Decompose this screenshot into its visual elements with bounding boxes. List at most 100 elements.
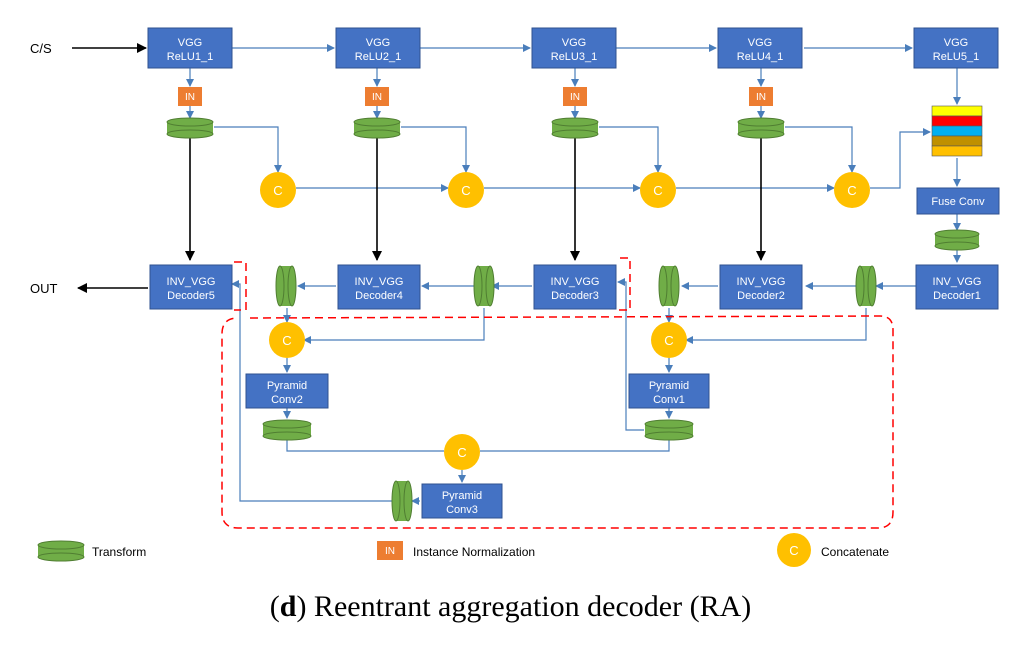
concat-encoder-3-label: C	[653, 183, 662, 198]
encoder-transform-4	[737, 117, 785, 139]
legend-transform-label: Transform	[92, 545, 146, 559]
concat-pyramid1-label: C	[664, 333, 673, 348]
encoder-vgg-relu3_1-line1: VGG	[562, 37, 586, 49]
encoder-vgg-relu3_1-line2: ReLU3_1	[551, 51, 597, 63]
encoder-vgg-relu1_1: VGG ReLU1_1	[147, 27, 233, 69]
skip-connections	[72, 43, 766, 293]
legend-concatenate-label: Concatenate	[821, 545, 889, 559]
instance-norm-3: IN	[563, 87, 587, 106]
input-label: C/S	[30, 41, 52, 56]
decoder-1-line1: INV_VGG	[933, 276, 982, 288]
caption-letter: d	[279, 590, 297, 623]
encoder-vgg-relu3_1: VGG ReLU3_1	[531, 27, 617, 69]
decoder-1-line2: Decoder1	[933, 290, 981, 302]
instance-norm-4: IN	[749, 87, 773, 106]
instance-norm-1-label: IN	[185, 92, 195, 103]
decoder-4: INV_VGG Decoder4	[337, 264, 421, 310]
concat-pyramid2-label: C	[282, 333, 291, 348]
pyramid-conv3-line2: Conv3	[446, 504, 478, 516]
encoder-transform-2	[353, 117, 401, 139]
concat-pyramid3: C	[444, 434, 480, 470]
encoder-vgg-relu1_1-line2: ReLU1_1	[167, 51, 213, 63]
pyramid-conv2-line2: Conv2	[271, 394, 303, 406]
decoder1-transform	[855, 265, 877, 307]
pyramid1-transform	[644, 419, 694, 441]
concat-pyramid3-label: C	[457, 445, 466, 460]
legend-transform-icon	[37, 540, 85, 562]
instance-norm-blocks: IN IN IN IN	[178, 87, 773, 106]
legend-in-icon: IN	[377, 541, 403, 560]
encoder-vgg-relu2_1-line1: VGG	[366, 37, 390, 49]
pyramid-conv3-line1: Pyramid	[442, 490, 482, 502]
decoder-3: INV_VGG Decoder3	[533, 264, 617, 310]
concat-encoder-4: C	[834, 172, 870, 208]
legend-instance-norm-label: Instance Normalization	[413, 545, 535, 559]
decoder-1: INV_VGG Decoder1	[915, 264, 999, 310]
decoder-5-line1: INV_VGG	[167, 276, 216, 288]
feature-stack	[931, 105, 983, 157]
decoder-3-line2: Decoder3	[551, 290, 599, 302]
pyramid2-transform	[262, 419, 312, 441]
feature-stack-layer	[931, 135, 983, 147]
legend: Transform IN Instance Normalization C Co…	[37, 533, 889, 567]
pyramid-conv1-line1: Pyramid	[649, 380, 689, 392]
concat-pyramid1: C	[651, 322, 687, 358]
decoder-2: INV_VGG Decoder2	[719, 264, 803, 310]
instance-norm-3-label: IN	[570, 92, 580, 103]
encoder-vgg-relu5_1-line2: ReLU5_1	[933, 51, 979, 63]
figure-caption: (d) Reentrant aggregation decoder (RA)	[269, 590, 752, 623]
decoder-blocks: INV_VGG Decoder5 INV_VGG Decoder4 INV_VGG Dec…	[149, 264, 999, 310]
reentrant-region	[221, 257, 894, 529]
caption-text: ) Reentrant aggregation decoder (RA)	[296, 590, 752, 623]
decoder-2-line1: INV_VGG	[737, 276, 786, 288]
decoder-2-line2: Decoder2	[737, 290, 785, 302]
legend-concat-icon: C	[777, 533, 811, 567]
feature-stack-layer	[931, 105, 983, 117]
connections	[186, 44, 961, 505]
encoder-blocks: VGGReLU1_1VGGReLU2_1VGGReLU3_1VGGReLU4_1…	[147, 27, 999, 69]
encoder-vgg-relu4_1-line2: ReLU4_1	[737, 51, 783, 63]
decoder-3-line1: INV_VGG	[551, 276, 600, 288]
encoder-vgg-relu5_1-line1: VGG	[944, 37, 968, 49]
decoder-4-line1: INV_VGG	[355, 276, 404, 288]
pyramid3-transform	[391, 480, 413, 522]
fuse-transform	[934, 229, 980, 251]
feature-stack-layer	[931, 125, 983, 137]
legend-in-text: IN	[385, 546, 395, 557]
decoder5-transform	[275, 265, 297, 307]
instance-norm-2-label: IN	[372, 92, 382, 103]
decoder2-transform	[658, 265, 680, 307]
concat-encoder-3: C	[640, 172, 676, 208]
encoder-transform-1	[166, 117, 214, 139]
instance-norm-2: IN	[365, 87, 389, 106]
decoder-4-line2: Decoder4	[355, 290, 403, 302]
decoder-5: INV_VGG Decoder5	[149, 264, 233, 310]
fuse-conv-block: Fuse Conv	[916, 187, 1000, 215]
transform-blocks	[166, 117, 980, 522]
encoder-vgg-relu4_1: VGG ReLU4_1	[717, 27, 803, 69]
concat-encoder-2: C	[448, 172, 484, 208]
legend-concat-text: C	[789, 543, 798, 558]
pyramid-conv2-line1: Pyramid	[267, 380, 307, 392]
instance-norm-1: IN	[178, 87, 202, 106]
concat-encoder-2-label: C	[461, 183, 470, 198]
fuse-conv-label: Fuse Conv	[931, 196, 985, 208]
concat-nodes: C C C C C C C	[260, 172, 870, 470]
concat-encoder-1-label: C	[273, 183, 282, 198]
encoder-vgg-relu4_1-line1: VGG	[748, 37, 772, 49]
concat-encoder-4-label: C	[847, 183, 856, 198]
encoder-vgg-relu5_1: VGG ReLU5_1	[913, 27, 999, 69]
decoder-5-line2: Decoder5	[167, 290, 215, 302]
feature-stack-layer	[931, 115, 983, 127]
concat-encoder-1: C	[260, 172, 296, 208]
output-label: OUT	[30, 281, 58, 296]
instance-norm-4-label: IN	[756, 92, 766, 103]
pyramid-conv1-line2: Conv1	[653, 394, 685, 406]
encoder-vgg-relu1_1-line1: VGG	[178, 37, 202, 49]
